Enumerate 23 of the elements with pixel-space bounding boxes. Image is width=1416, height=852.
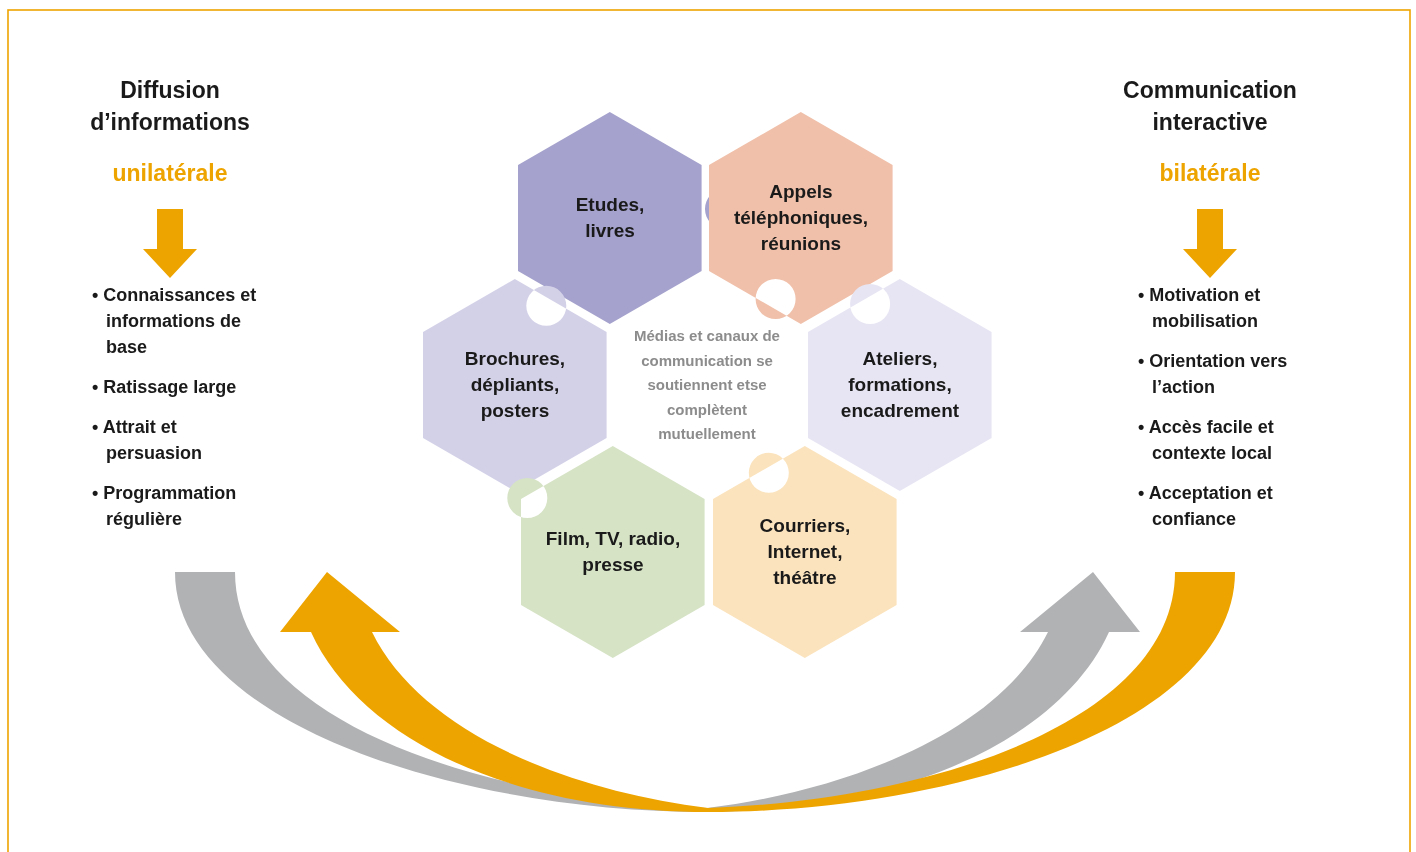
bullet-item: • Programmation régulière [92, 482, 238, 531]
piece-label: Brochures, dépliants, posters [463, 347, 567, 423]
bullet-item: • Acceptation et confiance [1138, 482, 1274, 531]
center-text: Médias et canaux de communication se soutiennent etse complètent mutuellement [633, 325, 781, 444]
curved-arrow [175, 572, 1140, 812]
bullet-item: • Accès facile et contexte local [1138, 416, 1275, 465]
piece-label: Courriers, Internet, théâtre [758, 514, 852, 590]
down-arrow [143, 209, 197, 278]
piece-label: Ateliers, formations, encadrement [839, 347, 961, 423]
column-heading: Diffusion d’informations [89, 76, 251, 137]
bullet-item: • Motivation et mobilisation [1138, 284, 1262, 333]
column-heading: Communication interactive [1122, 76, 1298, 137]
piece-label: Etudes, livres [574, 193, 646, 243]
bullet-item: • Attrait et persuasion [92, 416, 204, 465]
bullet-item: • Connaissances et informations de base [92, 284, 258, 359]
curved-arrow [280, 572, 1235, 812]
bullet-item: • Ratissage large [92, 376, 238, 399]
column-subheading: bilatérale [1158, 160, 1262, 187]
down-arrow [1183, 209, 1237, 278]
piece-label: Appels téléphoniques, réunions [732, 180, 869, 256]
bullet-item: • Orientation vers l’action [1138, 350, 1289, 399]
column-subheading: unilatérale [111, 160, 229, 187]
piece-label: Film, TV, radio, presse [544, 527, 682, 577]
